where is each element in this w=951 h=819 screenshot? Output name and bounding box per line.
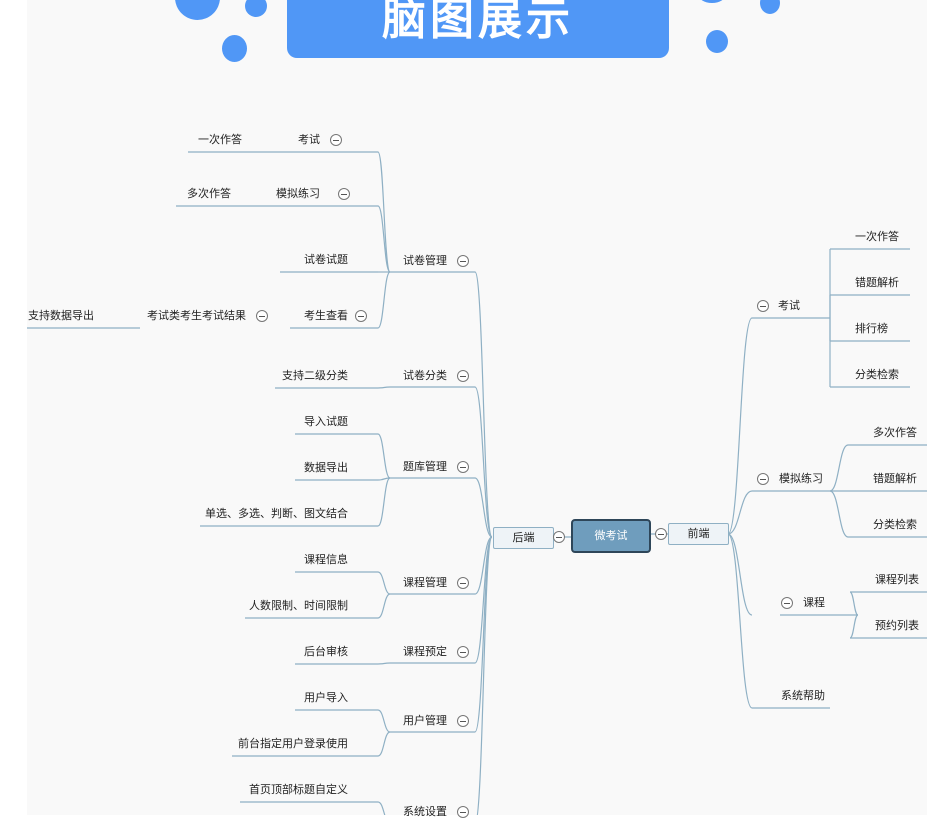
node-backend-item[interactable]: 数据导出 xyxy=(304,461,348,474)
node-frontend-item[interactable]: 排行榜 xyxy=(855,322,888,335)
node-frontend-item[interactable]: 错题解析 xyxy=(855,276,899,289)
node-backend-item[interactable]: 人数限制、时间限制 xyxy=(249,599,348,612)
node-frontend[interactable]: 前端 xyxy=(668,523,729,545)
node-backend-item[interactable]: 考生查看 xyxy=(304,309,348,322)
connector-line xyxy=(377,731,391,757)
node-backend-group[interactable]: 题库管理 xyxy=(403,460,447,473)
decor-bubble xyxy=(706,30,728,53)
connector-line xyxy=(474,386,493,538)
node-sub-item[interactable]: 一次作答 xyxy=(198,133,242,146)
node-backend-item[interactable]: 模拟练习 xyxy=(276,187,320,200)
node-backend-item[interactable]: 单选、多选、判断、图文结合 xyxy=(205,507,348,520)
collapse-toggle-icon[interactable] xyxy=(457,461,469,473)
collapse-toggle-icon[interactable] xyxy=(457,577,469,589)
connector-line xyxy=(849,614,859,639)
collapse-toggle-icon[interactable] xyxy=(655,528,667,540)
page-title: 脑图展示 xyxy=(287,0,669,58)
node-frontend-item[interactable]: 预约列表 xyxy=(875,619,919,632)
root-node[interactable]: 微考试 xyxy=(571,519,651,553)
node-backend-group[interactable]: 课程预定 xyxy=(403,645,447,658)
collapse-toggle-icon[interactable] xyxy=(256,310,268,322)
collapse-toggle-icon[interactable] xyxy=(757,473,769,485)
decor-bubble xyxy=(245,0,267,17)
connector-line xyxy=(727,533,753,709)
node-backend-item[interactable]: 试卷试题 xyxy=(304,253,348,266)
node-frontend-item[interactable]: 一次作答 xyxy=(855,230,899,243)
node-backend-group[interactable]: 系统设置 xyxy=(403,805,447,818)
node-frontend-item[interactable]: 错题解析 xyxy=(873,472,917,485)
node-frontend-item[interactable]: 分类检索 xyxy=(873,518,917,531)
collapse-toggle-icon[interactable] xyxy=(457,646,469,658)
node-sub-item[interactable]: 考试类考生考试结果 xyxy=(147,309,246,322)
node-frontend-item[interactable]: 课程列表 xyxy=(875,573,919,586)
connector-line xyxy=(476,536,493,815)
collapse-toggle-icon[interactable] xyxy=(781,597,793,609)
connector-line xyxy=(377,205,391,273)
node-sub-item[interactable]: 多次作答 xyxy=(187,187,231,200)
mindmap-canvas xyxy=(27,0,927,815)
collapse-toggle-icon[interactable] xyxy=(338,188,350,200)
node-backend-item[interactable]: 用户导入 xyxy=(304,691,348,704)
collapse-toggle-icon[interactable] xyxy=(330,134,342,146)
connector-line xyxy=(829,444,849,492)
connector-line xyxy=(377,477,391,527)
node-backend-group[interactable]: 试卷分类 xyxy=(403,369,447,382)
node-frontend-group[interactable]: 课程 xyxy=(803,596,825,609)
connector-line xyxy=(377,801,386,815)
node-frontend-group[interactable]: 考试 xyxy=(778,299,800,312)
node-backend-item[interactable]: 考试 xyxy=(298,133,320,146)
decor-bubble xyxy=(760,0,780,14)
node-frontend-group[interactable]: 模拟练习 xyxy=(779,472,823,485)
node-backend-item[interactable]: 首页顶部标题自定义 xyxy=(249,783,348,796)
connector-line xyxy=(474,477,493,538)
node-backend-group[interactable]: 课程管理 xyxy=(403,576,447,589)
collapse-toggle-icon[interactable] xyxy=(757,300,769,312)
connector-line xyxy=(377,571,391,595)
connector-line xyxy=(377,433,391,479)
node-backend[interactable]: 后端 xyxy=(493,527,554,549)
connector-line xyxy=(474,536,493,595)
connector-line xyxy=(377,151,391,273)
connector-line xyxy=(829,490,849,538)
collapse-toggle-icon[interactable] xyxy=(457,806,469,818)
collapse-toggle-icon[interactable] xyxy=(457,255,469,267)
connector-line xyxy=(377,662,391,665)
connector-line xyxy=(727,490,753,535)
collapse-toggle-icon[interactable] xyxy=(355,310,367,322)
connector-line xyxy=(849,591,859,616)
node-frontend-group[interactable]: 系统帮助 xyxy=(781,689,825,702)
connector-line xyxy=(377,709,391,733)
connector-line xyxy=(474,271,493,538)
connector-line xyxy=(727,533,753,616)
decor-bubble xyxy=(698,0,726,3)
decor-bubble xyxy=(222,35,247,62)
node-backend-item[interactable]: 课程信息 xyxy=(304,553,348,566)
node-frontend-item[interactable]: 分类检索 xyxy=(855,368,899,381)
node-backend-item[interactable]: 后台审核 xyxy=(304,645,348,658)
node-frontend-item[interactable]: 多次作答 xyxy=(873,426,917,439)
connector-line xyxy=(377,593,391,619)
connector-line xyxy=(727,317,753,535)
node-backend-item[interactable]: 前台指定用户登录使用 xyxy=(238,737,348,750)
decor-bubble xyxy=(175,0,220,20)
node-sub-item[interactable]: 支持数据导出 xyxy=(28,309,94,322)
collapse-toggle-icon[interactable] xyxy=(553,531,565,543)
collapse-toggle-icon[interactable] xyxy=(457,715,469,727)
node-backend-item[interactable]: 导入试题 xyxy=(304,415,348,428)
connector-line xyxy=(377,271,391,329)
collapse-toggle-icon[interactable] xyxy=(457,370,469,382)
node-backend-group[interactable]: 试卷管理 xyxy=(403,254,447,267)
node-backend-item[interactable]: 支持二级分类 xyxy=(282,369,348,382)
connector-line xyxy=(377,386,391,389)
node-backend-group[interactable]: 用户管理 xyxy=(403,714,447,727)
